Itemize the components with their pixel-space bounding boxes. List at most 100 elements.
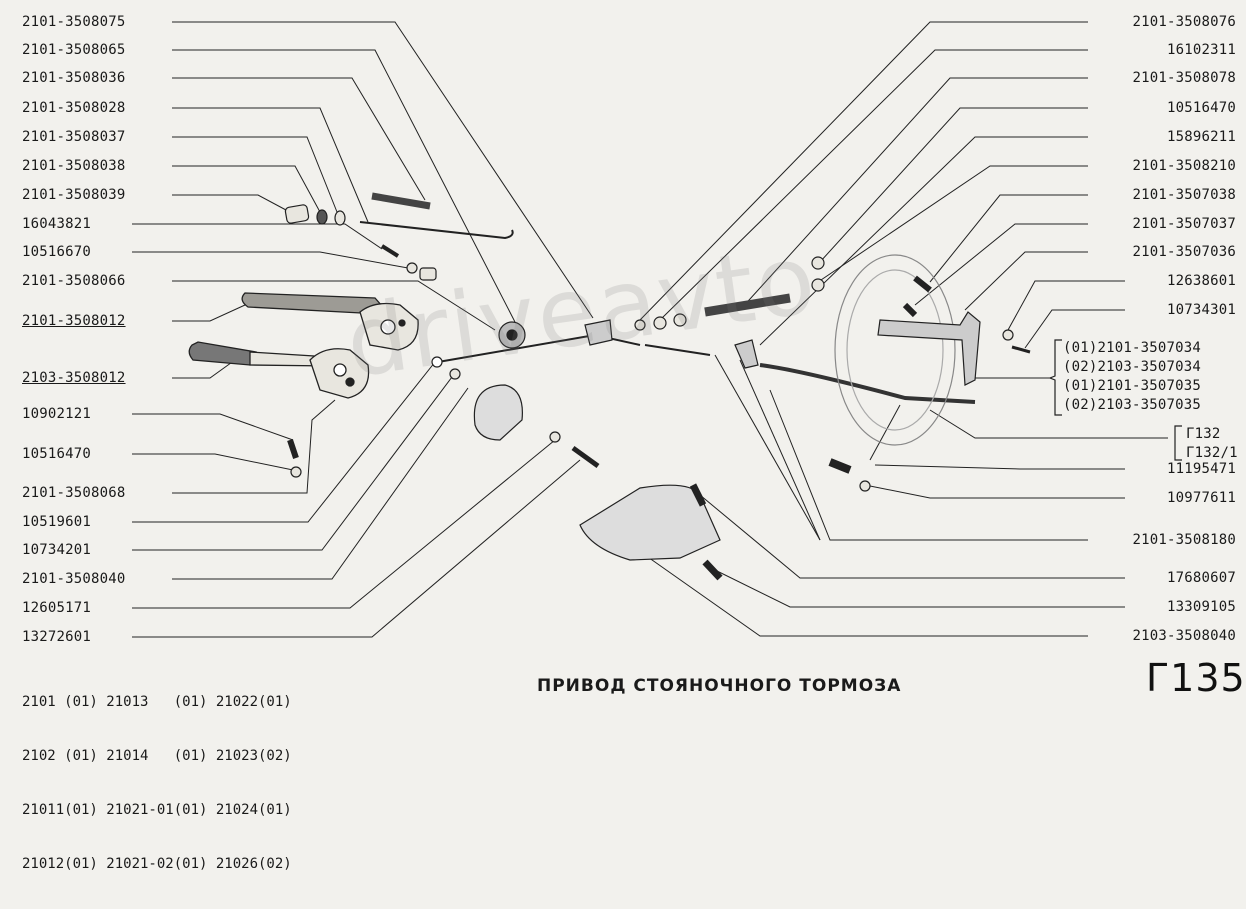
- label-right-8: 2101-3507036: [1132, 244, 1236, 260]
- label-left-13: 10516470: [22, 446, 92, 462]
- leader-10734301: [1024, 309, 1125, 349]
- nut-12605171: [549, 431, 561, 443]
- bolt-10902121: [287, 439, 299, 459]
- cover-2103-3508040: [579, 484, 721, 561]
- nut-10516470-right: [811, 256, 825, 270]
- leader-2101-3508065: [172, 49, 516, 323]
- washer-10734201: [449, 368, 461, 380]
- leader-2101-3508040: [172, 387, 469, 580]
- models-row: 2102 (01) 21014 (01) 21023(02): [22, 748, 292, 764]
- rod-2101-3508028: [359, 221, 514, 240]
- leader-10516670: [132, 251, 409, 269]
- bushing-13309105: [702, 559, 723, 581]
- label-left-11: 2103-3508012: [22, 370, 126, 386]
- hand-lever-2101: [241, 292, 419, 351]
- washer-2101-3508038: [316, 209, 328, 225]
- leader-2101-3508068: [172, 399, 336, 494]
- spring-2101-3508078: [704, 293, 791, 317]
- bolt-2101-3507038: [913, 275, 932, 293]
- leader-2101-3507037: [914, 223, 1088, 306]
- label-right-1: 16102311: [1166, 42, 1236, 58]
- label-right-12: 10977611: [1166, 490, 1236, 506]
- leader-2101-3508075: [172, 21, 594, 319]
- leader-11195471: [874, 464, 1125, 470]
- leader-2101-3508180: [769, 389, 1088, 541]
- label-right-16: 2103-3508040: [1132, 628, 1236, 644]
- washer-12638601: [1002, 329, 1014, 341]
- leader-10902121: [132, 413, 294, 441]
- leader-2103-3508040: [644, 554, 1088, 637]
- leader-12638601: [1007, 280, 1125, 331]
- label-left-7: 16043821: [22, 216, 92, 232]
- label-right-6: 2101-3507038: [1132, 187, 1236, 203]
- lever-2101-3507036: [877, 311, 981, 386]
- label-right-9: 12638601: [1166, 273, 1236, 289]
- hand-lever-2103: [188, 341, 370, 399]
- label-left-19: 13272601: [22, 629, 92, 645]
- label-left-0: 2101-3508075: [22, 14, 126, 30]
- ref-brace: [1174, 425, 1182, 461]
- variant-label-1: (02)2103-3507034: [1063, 359, 1202, 375]
- part-2101-3508076: [634, 319, 646, 331]
- label-right-10: 10734301: [1166, 302, 1236, 318]
- nut-10516670: [406, 262, 418, 274]
- leader-2101-3508076: [639, 21, 1088, 321]
- cotter-10734301: [1011, 345, 1031, 354]
- label-left-1: 2101-3508065: [22, 42, 126, 58]
- diagram-title: ПРИВОД СТОЯНОЧНОГО ТОРМОЗА: [537, 676, 902, 696]
- ref-label-1: Г132/1: [1186, 445, 1238, 461]
- bolt-11195471: [828, 458, 852, 474]
- leader-10734201: [132, 372, 456, 551]
- washer-10977611: [859, 480, 871, 492]
- leader-10977611: [864, 484, 1125, 499]
- bolt-13272601: [571, 445, 600, 469]
- label-left-6: 2101-3508039: [22, 187, 126, 203]
- leader-10516470-left: [132, 453, 294, 471]
- leader-2101-3508039: [172, 194, 287, 211]
- variant-label-3: (02)2103-3507035: [1063, 397, 1202, 413]
- label-right-0: 2101-3508076: [1132, 14, 1236, 30]
- bushing-2101-3508066: [419, 267, 437, 281]
- leader-2101-3508028: [172, 107, 369, 223]
- leader-15896211: [759, 136, 1088, 346]
- bracket-2101-3508210: [734, 339, 759, 369]
- part-16102311: [653, 316, 667, 330]
- models-list: 2101 (01) 21013 (01) 21022(01) 2102 (01)…: [22, 657, 292, 909]
- models-row: 2101 (01) 21013 (01) 21022(01): [22, 694, 292, 710]
- leader-2101-3508036: [172, 77, 426, 201]
- variant-label-0: (01)2101-3507034: [1063, 340, 1202, 356]
- spring-2101-3508036: [371, 192, 431, 210]
- label-right-15: 13309105: [1166, 599, 1236, 615]
- leader-2101-3507036: [964, 251, 1088, 311]
- leader-2101-3508078: [739, 77, 1088, 311]
- label-right-5: 2101-3508210: [1132, 158, 1236, 174]
- bushing-17680607: [689, 483, 707, 507]
- leader-10519601: [132, 361, 436, 523]
- label-right-11: 11195471: [1166, 461, 1236, 477]
- washer-10516470: [290, 466, 302, 478]
- washer-2101-3508037: [334, 210, 346, 226]
- brake-shield: [834, 254, 956, 446]
- bolt-16043821: [380, 244, 400, 258]
- leader-12605171: [132, 439, 556, 609]
- label-right-3: 10516470: [1166, 100, 1236, 116]
- label-left-10: 2101-3508012: [22, 313, 126, 329]
- label-left-4: 2101-3508037: [22, 129, 126, 145]
- label-left-17: 2101-3508040: [22, 571, 126, 587]
- label-left-2: 2101-3508036: [22, 70, 126, 86]
- leader-13309105: [714, 569, 1125, 608]
- leader-16043821: [132, 223, 383, 250]
- cable-rear: [644, 344, 711, 356]
- label-left-5: 2101-3508038: [22, 158, 126, 174]
- leader-g132: [929, 409, 1168, 439]
- leader-2101-3508210: [817, 165, 1088, 283]
- leader-16102311: [659, 49, 1088, 321]
- label-left-12: 10902121: [22, 406, 92, 422]
- eye-10519601: [431, 356, 443, 368]
- variant-brace: [1048, 339, 1062, 416]
- leader-2101-3508037: [172, 136, 338, 213]
- leader-2101-3507038: [929, 194, 1088, 283]
- label-right-14: 17680607: [1166, 570, 1236, 586]
- models-row: 21011(01) 21021-01(01) 21024(01): [22, 802, 292, 818]
- leader-13272601: [132, 459, 581, 638]
